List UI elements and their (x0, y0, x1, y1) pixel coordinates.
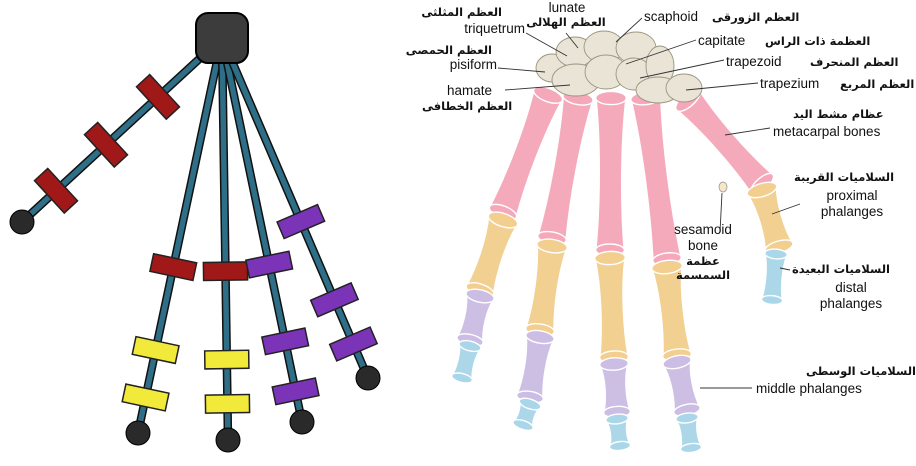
label-pisiform-en: pisiform (400, 57, 497, 72)
label-distal-en-2: phalanges (792, 296, 910, 311)
strand-segment-yellow (205, 350, 249, 369)
label-capitate-en: capitate (698, 33, 745, 48)
label-metacarpal-en: metacarpal bones (773, 124, 880, 139)
label-capitate-ar: العظمة ذات الراس (765, 34, 870, 49)
label-trapezoid-ar: العظم المنحرف (810, 55, 898, 70)
strand-tip-ring (290, 410, 314, 434)
segment-block (205, 394, 249, 413)
label-sesamoid-en-1: sesamoid (663, 222, 743, 237)
label-sesamoid-en-2: bone (663, 238, 743, 253)
strand-segment-red (150, 254, 197, 281)
middle-phalanx-ring (515, 329, 555, 405)
strand-segment-purple (330, 327, 378, 361)
carpal-trapezium (666, 74, 702, 102)
label-lunate-en: lunate (527, 0, 607, 15)
label-scaphoid-ar: العظم الزورقى (712, 10, 799, 25)
proximal-phalanx-little (464, 209, 520, 301)
strand-segment-purple (277, 205, 325, 239)
segment-block (205, 350, 249, 369)
sesamoid-bone (719, 182, 727, 192)
middle-phalanx-index (662, 353, 702, 418)
hub-block (196, 13, 248, 63)
strand-segment-purple (311, 283, 359, 317)
segment-block (203, 262, 247, 281)
label-hamate-en: hamate (447, 83, 492, 98)
segment-block (277, 205, 325, 239)
middle-phalanx-middle (599, 357, 631, 419)
strand-tip-middle (216, 428, 240, 452)
label-triquetrum-ar: العظم المثلثى (420, 5, 502, 20)
label-distal-en-1: distal (792, 280, 910, 295)
label-proximal-ar: السلاميات القريبة (794, 170, 894, 185)
label-pisiform-ar: العظم الحمصى (400, 43, 492, 58)
strand-little (222, 38, 368, 378)
proximal-phalanx-ring-shaft (525, 244, 567, 332)
proximal-phalanx-middle-base-head (594, 251, 625, 265)
strand-segment-purple (246, 251, 293, 278)
label-sesamoid-ar-2: السمسمة (663, 268, 743, 283)
strand-tip-thumb (10, 210, 34, 234)
strand-tip-index (126, 421, 150, 445)
label-scaphoid-en: scaphoid (644, 9, 698, 24)
finger-strand-diagram (10, 13, 380, 452)
label-hamate-ar: العظم الخطافى (422, 99, 512, 114)
proximal-phalanx-thumb (745, 179, 795, 257)
strand-segment-yellow (122, 384, 169, 411)
label-proximal-en-1: proximal (802, 188, 902, 203)
segment-block (272, 378, 319, 405)
label-distal-ar: السلاميات البعيدة (792, 262, 890, 277)
metacarpal-middle (595, 91, 627, 256)
segment-block (311, 283, 359, 317)
label-middle-en: middle phalanges (756, 381, 862, 396)
distal-phalanx-index (675, 412, 702, 454)
segment-block (246, 251, 293, 278)
hand-skeleton-illustration (450, 31, 795, 454)
proximal-phalanx-middle (594, 251, 629, 364)
middle-phalanx-ring-shaft (516, 335, 554, 400)
distal-phalanx-thumb (760, 248, 787, 305)
proximal-phalanx-ring (524, 237, 568, 338)
distal-phalanx-little (450, 339, 482, 385)
label-proximal-en-2: phalanges (802, 204, 902, 219)
label-middle-ar: السلاميات الوسطى (806, 364, 916, 379)
label-triquetrum-en: triquetrum (420, 21, 525, 36)
distal-phalanx-middle (605, 413, 631, 452)
strand-segment-yellow (205, 394, 249, 413)
label-sesamoid-ar-1: عظمة (663, 254, 743, 269)
label-metacarpal-ar: عظام مشط اليد (793, 107, 884, 122)
label-lunate-ar: العظم الهلالى (523, 15, 609, 30)
strand-tip-little (356, 366, 380, 390)
strand-segment-purple (272, 378, 319, 405)
strand-segment-purple (262, 328, 309, 355)
strand-segment-red (203, 262, 247, 281)
label-trapezium-en: trapezium (760, 76, 819, 91)
label-trapezoid-en: trapezoid (726, 54, 782, 69)
metacarpal-middle-shaft (595, 98, 626, 250)
strand-segment-yellow (132, 337, 179, 364)
proximal-phalanx-middle-shaft (595, 257, 629, 357)
metacarpal-middle-base-head (596, 91, 627, 104)
segment-block (122, 384, 169, 411)
segment-block (132, 337, 179, 364)
label-trapezium-ar: العظم المربع (840, 77, 914, 92)
middle-phalanx-little (455, 287, 495, 349)
segment-block (150, 254, 197, 281)
distal-phalanx-thumb-shaft (761, 253, 787, 301)
segment-block (262, 328, 309, 355)
segment-block (330, 327, 378, 361)
